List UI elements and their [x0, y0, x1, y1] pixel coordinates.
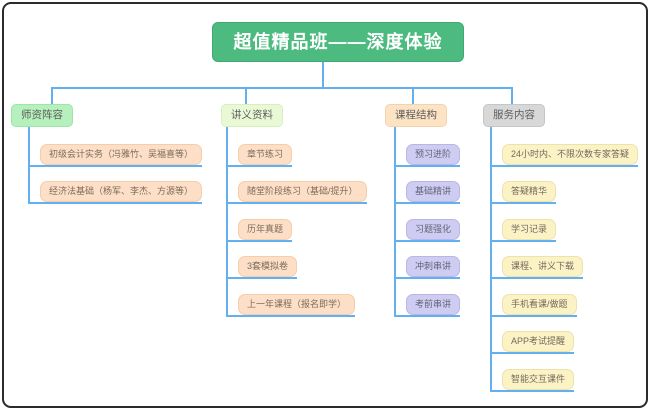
branch-header-structure: 课程结构	[385, 104, 447, 127]
child-node: 冲刺串讲	[406, 256, 461, 277]
child-row: 初级会计实务（冯雅竹、吴福喜等）	[28, 144, 203, 167]
child-row: 课程、讲义下载	[490, 256, 584, 279]
branch4-drop-line	[511, 89, 513, 105]
child-node: 预习进阶	[406, 144, 461, 165]
child-row: 上一年课程（报名即学）	[226, 294, 356, 317]
child-row: 智能交互课件	[490, 369, 575, 392]
child-node: 章节练习	[238, 144, 293, 165]
root-connector-line	[322, 62, 324, 88]
child-node: 手机看课/做题	[502, 294, 577, 315]
child-row: 手机看课/做题	[490, 294, 577, 317]
child-row: 习题强化	[394, 219, 461, 242]
child-node: 初级会计实务（冯雅竹、吴福喜等）	[40, 144, 203, 165]
child-node: 24小时内、不限次数专家答疑	[502, 144, 639, 165]
child-row: 3套模拟卷	[226, 256, 298, 279]
child-row: 基础精讲	[394, 181, 461, 204]
child-node: 历年真题	[238, 219, 293, 240]
child-node: 考前串讲	[406, 294, 461, 315]
branch-header-services: 服务内容	[483, 104, 545, 127]
root-node: 超值精品班——深度体验	[212, 22, 464, 62]
branch-header-materials: 讲义资料	[221, 104, 283, 127]
branch1-drop-line	[51, 89, 53, 105]
child-row: 答疑精华	[490, 181, 557, 204]
child-row: 随堂阶段练习（基础/提升）	[226, 181, 367, 204]
branch-spine-line	[51, 87, 513, 89]
child-node: 基础精讲	[406, 181, 461, 202]
child-row: 考前串讲	[394, 294, 461, 317]
child-node: 上一年课程（报名即学）	[238, 294, 356, 315]
child-row: 24小时内、不限次数专家答疑	[490, 144, 639, 167]
child-node: 随堂阶段练习（基础/提升）	[238, 181, 367, 202]
branch2-drop-line	[245, 89, 247, 105]
child-node: 经济法基础（杨军、李杰、方源等）	[40, 181, 203, 202]
child-node: 3套模拟卷	[238, 256, 298, 277]
branch3-trunk-line	[394, 126, 396, 317]
child-node: 习题强化	[406, 219, 461, 240]
child-row: 章节练习	[226, 144, 293, 167]
child-node: 智能交互课件	[502, 369, 575, 390]
child-row: 冲刺串讲	[394, 256, 461, 279]
branch4-trunk-line	[490, 126, 492, 392]
child-row: 学习记录	[490, 219, 557, 242]
child-row: 经济法基础（杨军、李杰、方源等）	[28, 181, 203, 204]
child-row: 历年真题	[226, 219, 293, 242]
branch-header-faculty: 师资阵容	[11, 104, 73, 127]
child-node: 课程、讲义下载	[502, 256, 584, 277]
child-node: 答疑精华	[502, 181, 557, 202]
child-row: 预习进阶	[394, 144, 461, 167]
child-node: APP考试提醒	[502, 331, 575, 352]
branch2-trunk-line	[226, 126, 228, 317]
child-row: APP考试提醒	[490, 331, 575, 354]
branch3-drop-line	[412, 89, 414, 105]
child-node: 学习记录	[502, 219, 557, 240]
